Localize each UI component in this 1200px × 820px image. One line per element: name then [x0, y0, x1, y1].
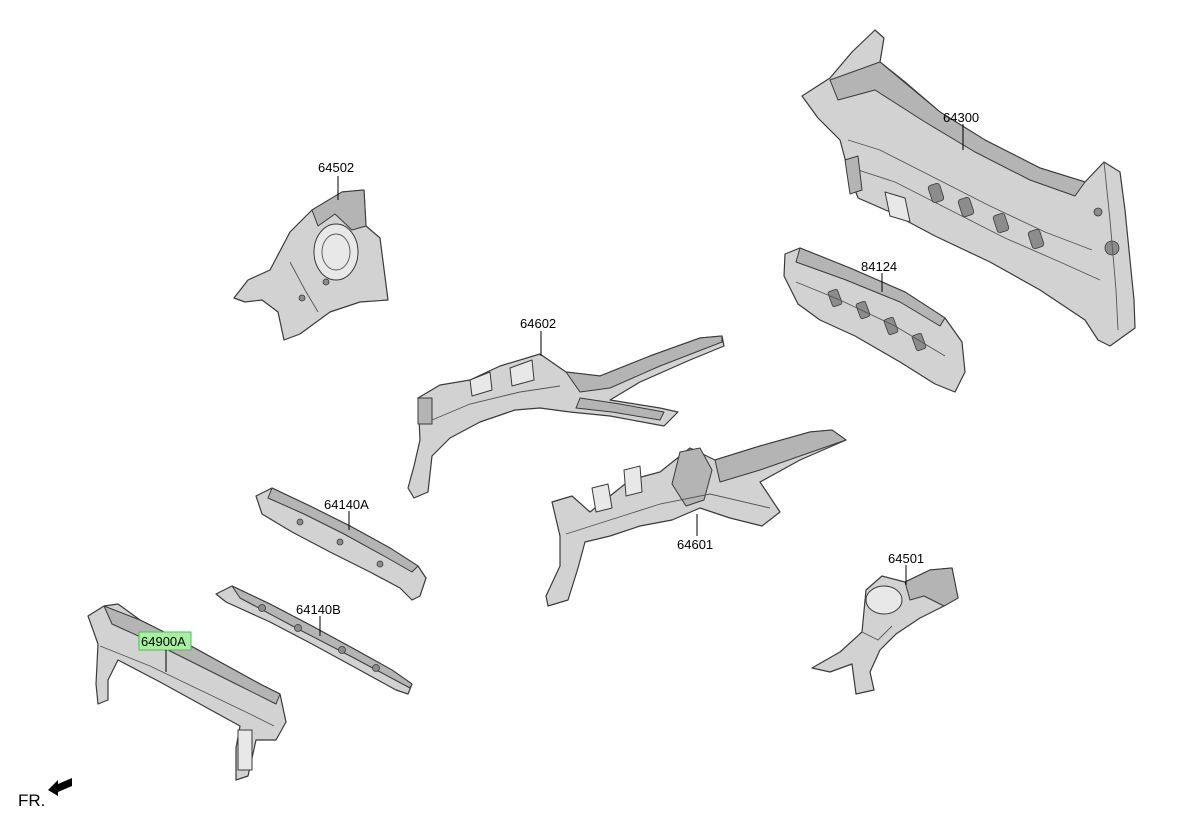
- part-64502-fender-apron[interactable]: [233, 189, 389, 341]
- label-64501[interactable]: 64501: [888, 551, 924, 566]
- label-64140b[interactable]: 64140B: [296, 602, 341, 617]
- label-64601[interactable]: 64601: [677, 537, 713, 552]
- part-64300-dash-panel[interactable]: [801, 29, 1136, 347]
- label-64900a[interactable]: 64900A: [141, 634, 186, 649]
- label-64140a[interactable]: 64140A: [324, 497, 369, 512]
- highlight-64900a: [138, 631, 192, 651]
- part-64602-side-member-lh[interactable]: [407, 335, 725, 499]
- label-64502[interactable]: 64502: [318, 160, 354, 175]
- part-64601-side-member-rh[interactable]: [545, 429, 847, 607]
- part-64501-fender-apron[interactable]: [811, 567, 959, 695]
- part-64900a-bumper-beam[interactable]: [87, 603, 287, 781]
- label-64300[interactable]: 64300: [943, 110, 979, 125]
- front-direction-indicator: FR.: [18, 778, 72, 810]
- fr-label: FR.: [18, 791, 45, 810]
- part-64140a-upper-member[interactable]: [255, 487, 427, 601]
- part-84124-cowl-bracket[interactable]: [783, 247, 966, 393]
- part-64140b-lower-member[interactable]: [215, 585, 413, 695]
- label-64602[interactable]: 64602: [520, 316, 556, 331]
- front-arrow-icon: [48, 778, 72, 796]
- label-84124[interactable]: 84124: [861, 259, 897, 274]
